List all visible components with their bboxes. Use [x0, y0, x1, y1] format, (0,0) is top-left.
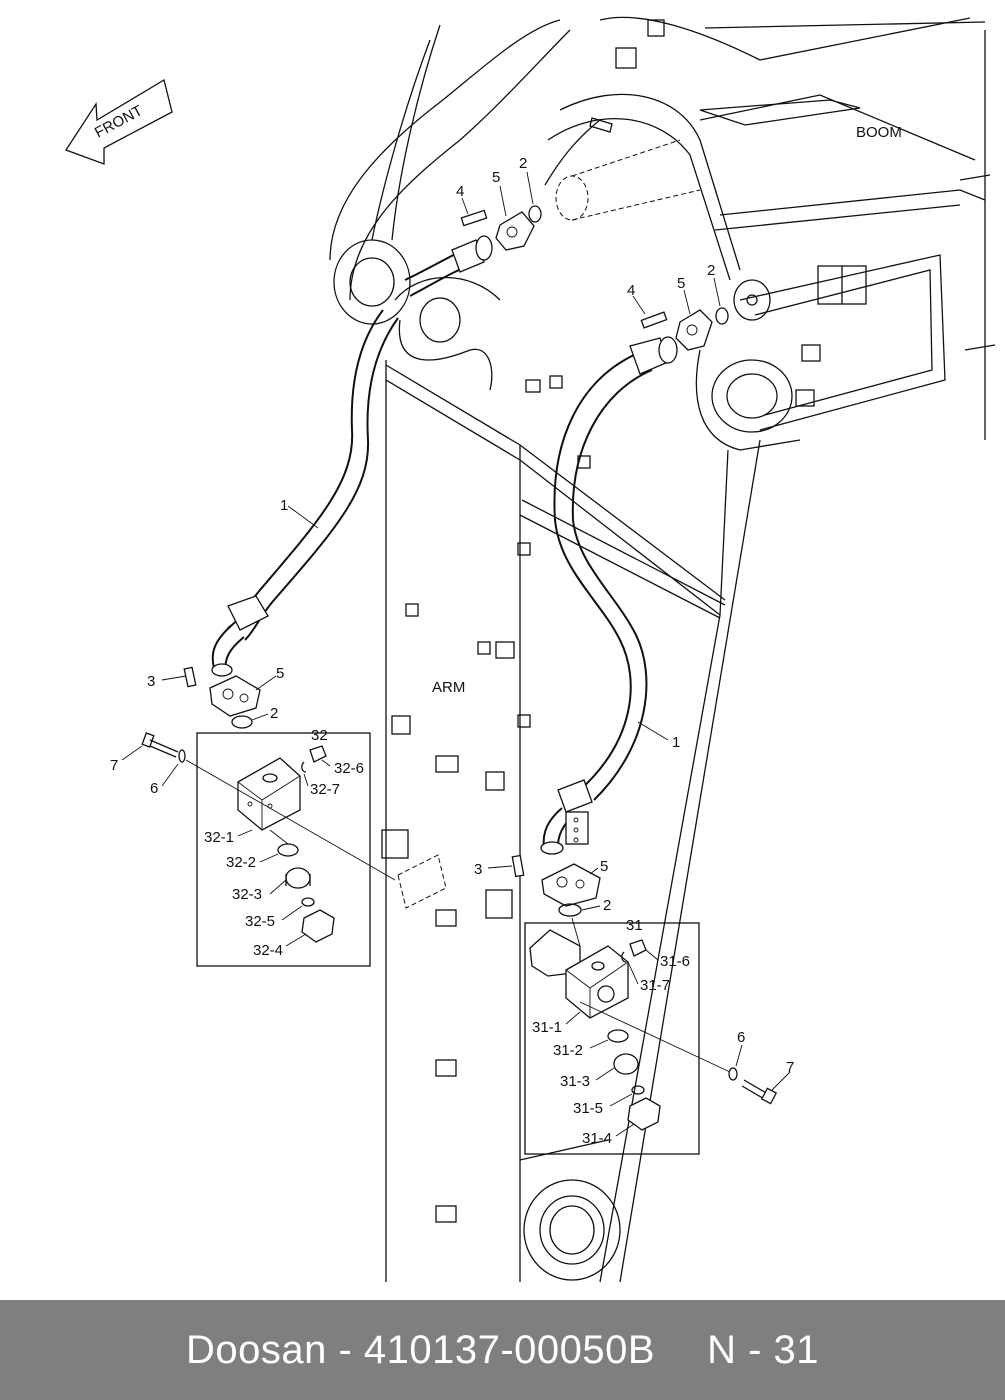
callout-5-upper-left: 5: [492, 169, 500, 186]
callout-numbers: 1 1 2 2 2 2 3 3 4 4 5 5 5 5 6 6 7 7 31 3…: [110, 155, 794, 1147]
callout-32-5: 32-5: [245, 913, 275, 930]
part-title: Doosan - 410137-00050B: [185, 1327, 656, 1372]
front-arrow-icon: FRONT: [65, 78, 173, 165]
callout-1-right: 1: [672, 734, 680, 751]
callout-31-2: 31-2: [553, 1042, 583, 1059]
callout-3-right: 3: [474, 861, 482, 878]
callout-31-5: 31-5: [573, 1100, 603, 1117]
callout-5-upper-right: 5: [677, 275, 685, 292]
block-31-frame: [524, 922, 700, 1155]
callout-31-6: 31-6: [660, 953, 690, 970]
callout-31-7: 31-7: [640, 977, 670, 994]
callout-7-left: 7: [110, 757, 118, 774]
callout-5-lower-right: 5: [600, 858, 608, 875]
callout-6-left: 6: [150, 780, 158, 797]
callout-32-6: 32-6: [334, 760, 364, 777]
callout-32-7: 32-7: [310, 781, 340, 798]
callout-31: 31: [626, 917, 643, 934]
arm-label: ARM: [432, 679, 465, 696]
callout-6-right: 6: [737, 1029, 745, 1046]
page-ref: N - 31: [707, 1327, 820, 1372]
boom-structure: BOOM: [544, 16, 996, 451]
callout-2-upper-right: 2: [707, 262, 715, 279]
callout-5-lower-left: 5: [276, 665, 284, 682]
parts-diagram: FRONT BOOM: [65, 16, 996, 1283]
callout-4-upper-right: 4: [627, 282, 635, 299]
callout-7-right: 7: [786, 1059, 794, 1076]
footer-banner: Doosan - 410137-00050B N - 31: [0, 1300, 1005, 1400]
hose-assembly-drawing: FRONT BOOM: [65, 16, 996, 1283]
right-lower-fittings: [511, 854, 778, 1155]
callout-32-4: 32-4: [253, 942, 283, 959]
callout-31-3: 31-3: [560, 1073, 590, 1090]
boom-label: BOOM: [856, 124, 902, 141]
callout-32-3: 32-3: [232, 886, 262, 903]
callout-1-left: 1: [280, 497, 288, 514]
callout-4-upper-left: 4: [456, 183, 464, 200]
callout-31-4: 31-4: [582, 1130, 612, 1147]
hose-left: [211, 235, 493, 677]
callout-2-lower-left: 2: [270, 705, 278, 722]
upper-fittings: [460, 205, 729, 351]
callout-31-1: 31-1: [532, 1019, 562, 1036]
callout-32: 32: [311, 727, 328, 744]
leader-lines: [121, 171, 791, 1137]
callout-2-lower-right: 2: [603, 897, 611, 914]
left-lower-fittings: [141, 666, 396, 967]
arm-structure: ARM: [329, 19, 761, 1283]
hose-right: [540, 336, 678, 855]
callout-32-1: 32-1: [204, 829, 234, 846]
callout-32-2: 32-2: [226, 854, 256, 871]
callout-3-left: 3: [147, 673, 155, 690]
front-label: FRONT: [92, 102, 146, 141]
block-32-frame: [196, 732, 371, 967]
callout-2-upper-left: 2: [519, 155, 527, 172]
